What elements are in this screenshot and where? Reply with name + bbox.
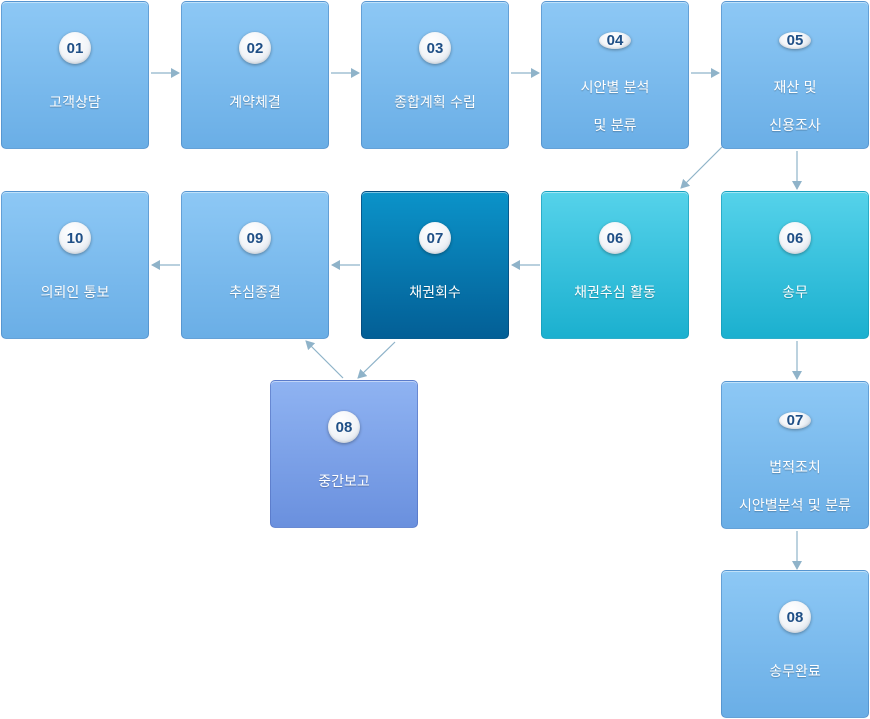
step-label: 법적조치 시안별분석 및 분류 [739,460,851,514]
step-label: 시안별 분석 및 분류 [580,80,650,134]
step-number-badge: 10 [59,222,91,254]
step-label: 의뢰인 통보 [40,285,110,301]
step-number-badge: 06 [779,222,811,254]
step-label: 계약체결 [229,95,281,111]
step-number-badge: 09 [239,222,271,254]
step-07-debt-recovery: 07 채권회수 [361,191,509,339]
step-07-legal-action: 07 법적조치 시안별분석 및 분류 [721,381,869,529]
step-01-consultation: 01 고객상담 [1,1,149,149]
step-06-collection-activity: 06 채권추심 활동 [541,191,689,339]
step-label: 송무 [782,285,808,301]
step-label: 재산 및 신용조사 [769,80,821,134]
arrow-05-to-06-collection [680,146,723,189]
step-number-badge: 04 [599,32,631,49]
step-label: 고객상담 [49,95,101,111]
step-label: 종합계획 수립 [394,95,476,111]
step-number-badge: 01 [59,32,91,64]
step-label: 송무완료 [769,664,821,680]
arrow-07-to-08-report [357,341,396,379]
step-number-badge: 02 [239,32,271,64]
step-label: 채권추심 활동 [574,285,656,301]
step-number-badge: 06 [599,222,631,254]
step-10-notify-client: 10 의뢰인 통보 [1,191,149,339]
step-number-badge: 07 [419,222,451,254]
step-number-badge: 05 [779,32,811,49]
step-03-plan: 03 종합계획 수립 [361,1,509,149]
step-04-analysis: 04 시안별 분석 및 분류 [541,1,689,149]
step-number-badge: 07 [779,412,811,429]
step-05-investigation: 05 재산 및 신용조사 [721,1,869,149]
step-number-badge: 08 [779,601,811,633]
step-number-badge: 03 [419,32,451,64]
step-08-litigation-complete: 08 송무완료 [721,570,869,718]
step-08-interim-report: 08 중간보고 [270,380,418,528]
step-label: 중간보고 [318,474,370,490]
step-label: 추심종결 [229,285,281,301]
step-09-collection-closed: 09 추심종결 [181,191,329,339]
step-02-contract: 02 계약체결 [181,1,329,149]
step-number-badge: 08 [328,411,360,443]
step-label: 채권회수 [409,285,461,301]
arrow-08-to-09 [305,340,344,379]
step-06-litigation: 06 송무 [721,191,869,339]
